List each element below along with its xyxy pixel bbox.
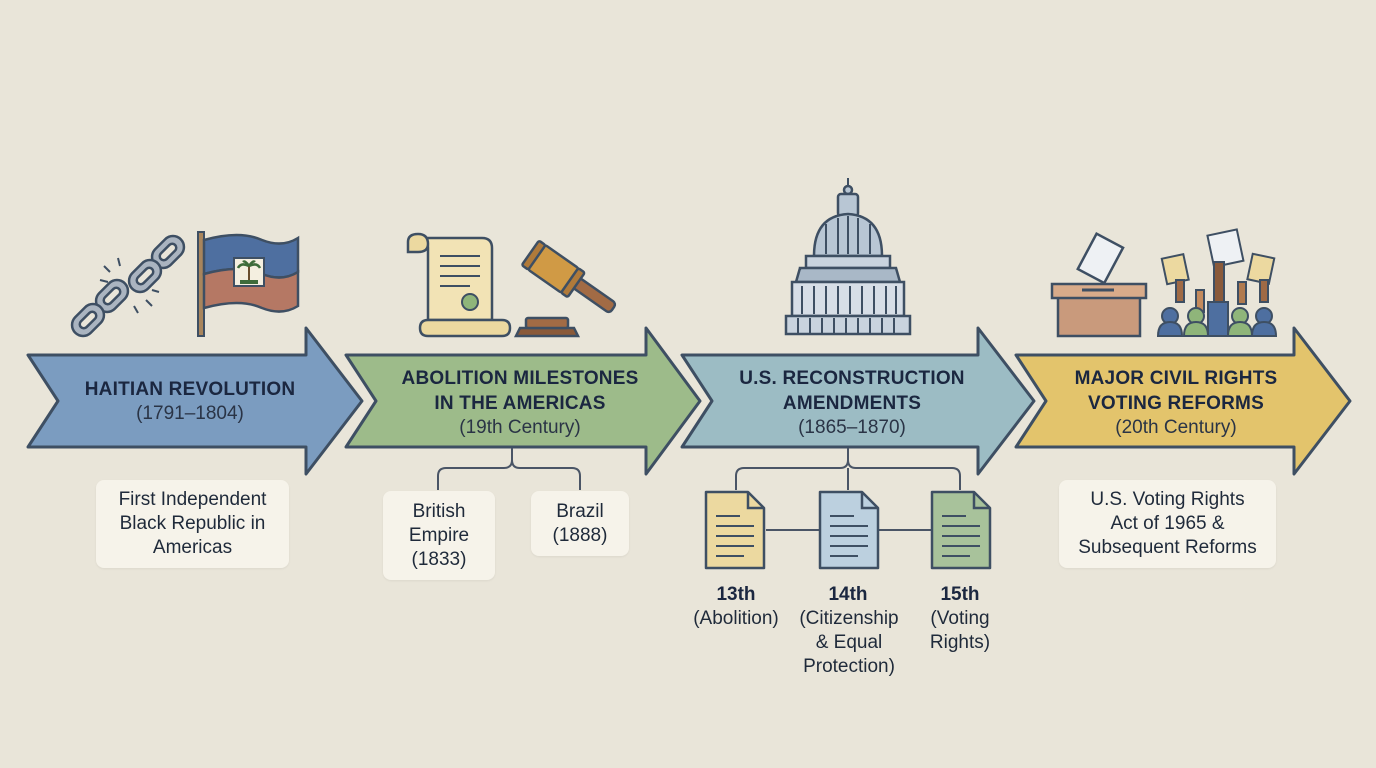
stage-title-abolition-line2: IN THE AMERICAS [434,393,606,414]
note-line: Americas [152,537,233,558]
amendment-desc-line: & Equal [815,632,883,653]
document-icon-14th [818,490,880,570]
haiti-flag-icon [197,231,300,337]
branch-line: (1888) [552,524,608,546]
note-line: Act of 1965 & [1110,513,1225,534]
amendment-desc-15th: (Voting Rights) [910,607,1010,655]
amendment-number-13th: 13th [716,584,756,605]
gavel-icon [513,240,617,338]
capitol-dome-icon [784,178,912,336]
branch-line: British [412,500,466,522]
stage-arrow-civil-rights-reforms [1014,326,1352,476]
note-line: First Independent [118,489,267,510]
stage-period-abolition: (19th Century) [459,417,581,438]
amendment-desc-14th: (Citizenship & Equal Protection) [788,607,910,679]
stage-period-civil-rights: (20th Century) [1115,417,1237,438]
note-civil-rights: U.S. Voting Rights Act of 1965 & Subsequ… [1059,480,1276,568]
branch-line: (1833) [411,548,467,570]
amendment-number-15th: 15th [940,584,980,605]
note-line: Subsequent Reforms [1078,537,1257,558]
amendment-desc-line: (Abolition) [693,608,779,629]
document-icon-15th [930,490,992,570]
branch-brazil: Brazil (1888) [531,491,629,556]
amendments-branch-connector [735,448,961,531]
amendment-number-14th: 14th [828,584,868,605]
document-icon-13th [704,490,766,570]
branch-british-empire: British Empire (1833) [383,491,495,580]
stage-period-reconstruction: (1865–1870) [798,417,906,438]
stage-title-reconstruction-line2: AMENDMENTS [782,393,922,414]
note-line: U.S. Voting Rights [1090,489,1245,510]
scroll-icon [406,232,512,338]
stage-title-civil-rights-line1: MAJOR CIVIL RIGHTS [1074,368,1278,389]
stage-arrow-haitian-revolution [26,326,364,476]
abolition-branch-connector [437,448,581,490]
stage-title-reconstruction-line1: U.S. RECONSTRUCTION [739,368,965,389]
raised-hands-icon [1156,228,1278,337]
broken-chain-icon [70,234,186,338]
amendment-desc-line: Rights) [929,632,991,653]
stage-title-haitian-revolution: HAITIAN REVOLUTION [84,379,296,400]
branch-line: Brazil [556,500,604,522]
stage-title-civil-rights-line2: VOTING REFORMS [1088,393,1264,414]
branch-line: Empire [408,524,470,546]
note-haitian-revolution: First Independent Black Republic in Amer… [96,480,289,568]
stage-arrow-reconstruction-amendments [680,326,1036,476]
amendment-desc-line: (Citizenship [799,608,899,629]
stage-arrow-abolition-milestones [344,326,702,476]
amendment-desc-13th: (Abolition) [680,607,792,631]
amendment-desc-line: (Voting [930,608,990,629]
note-line: Black Republic in [119,513,266,534]
stage-title-abolition-line1: ABOLITION MILESTONES [401,368,639,389]
stage-period-haitian-revolution: (1791–1804) [136,403,244,424]
ballot-box-icon [1050,231,1148,338]
amendment-desc-line: Protection) [803,656,895,677]
